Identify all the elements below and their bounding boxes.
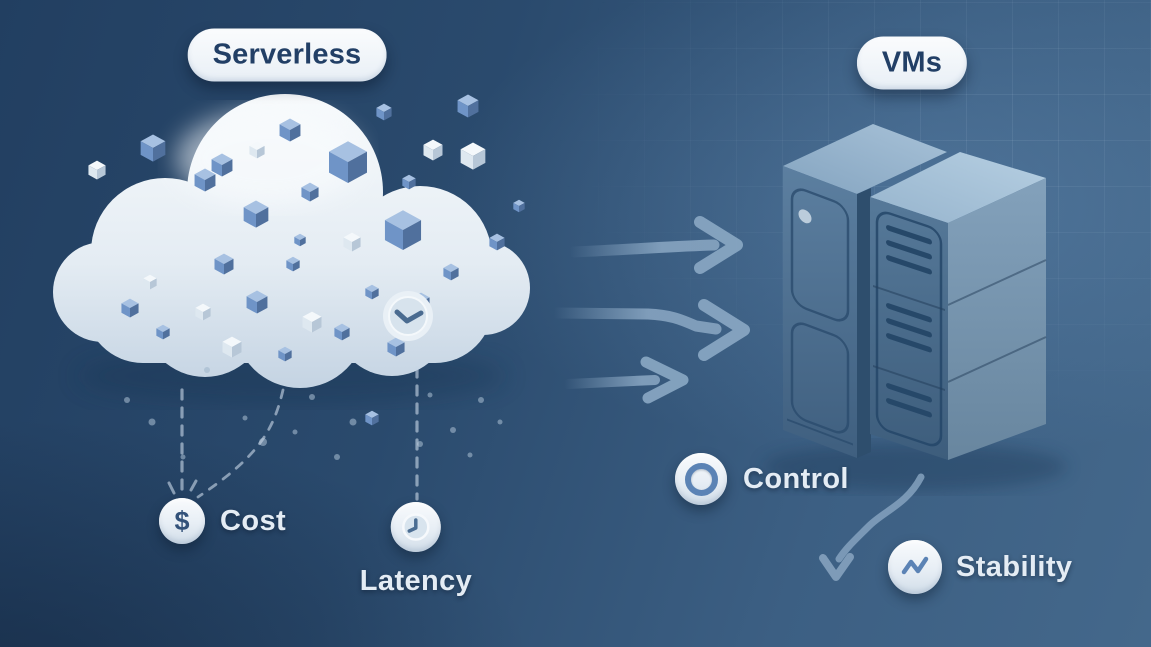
vms-badge-label: VMs <box>881 46 943 79</box>
trend-line-icon <box>888 540 942 594</box>
serverless-badge-label: Serverless <box>212 38 362 71</box>
flow-arrow-middle <box>551 299 750 361</box>
control-label: Control <box>743 462 849 495</box>
impact-ticks <box>167 479 198 495</box>
dashed-connectors <box>167 366 419 501</box>
serverless-cubes <box>88 94 525 426</box>
latency-label: Latency <box>359 565 473 597</box>
serverless-badge: Serverless <box>187 28 387 82</box>
stability-callout: Stability <box>888 540 1072 594</box>
stability-label: Stability <box>956 550 1073 583</box>
flow-arrow-top <box>568 216 743 274</box>
flow-arrows <box>551 216 750 404</box>
server-tower-right <box>870 152 1047 460</box>
server-tower-left <box>783 124 947 458</box>
dashed-curve-cost <box>196 388 285 499</box>
server-shadow <box>763 443 1067 491</box>
flow-arrow-bottom <box>563 356 689 404</box>
cost-callout: $ Cost <box>159 498 286 544</box>
control-callout: Control <box>675 453 849 505</box>
cloud-clock-icon <box>383 291 433 341</box>
dollar-glyph: $ <box>174 505 190 536</box>
control-ring-icon <box>675 453 727 505</box>
clock-icon <box>391 502 441 552</box>
latency-callout: Latency <box>360 502 472 598</box>
curved-arrow-to-stability <box>819 473 925 581</box>
cloud <box>53 94 530 388</box>
vms-badge: VMs <box>856 36 968 90</box>
dollar-icon: $ <box>159 498 205 544</box>
cost-label: Cost <box>220 504 287 537</box>
